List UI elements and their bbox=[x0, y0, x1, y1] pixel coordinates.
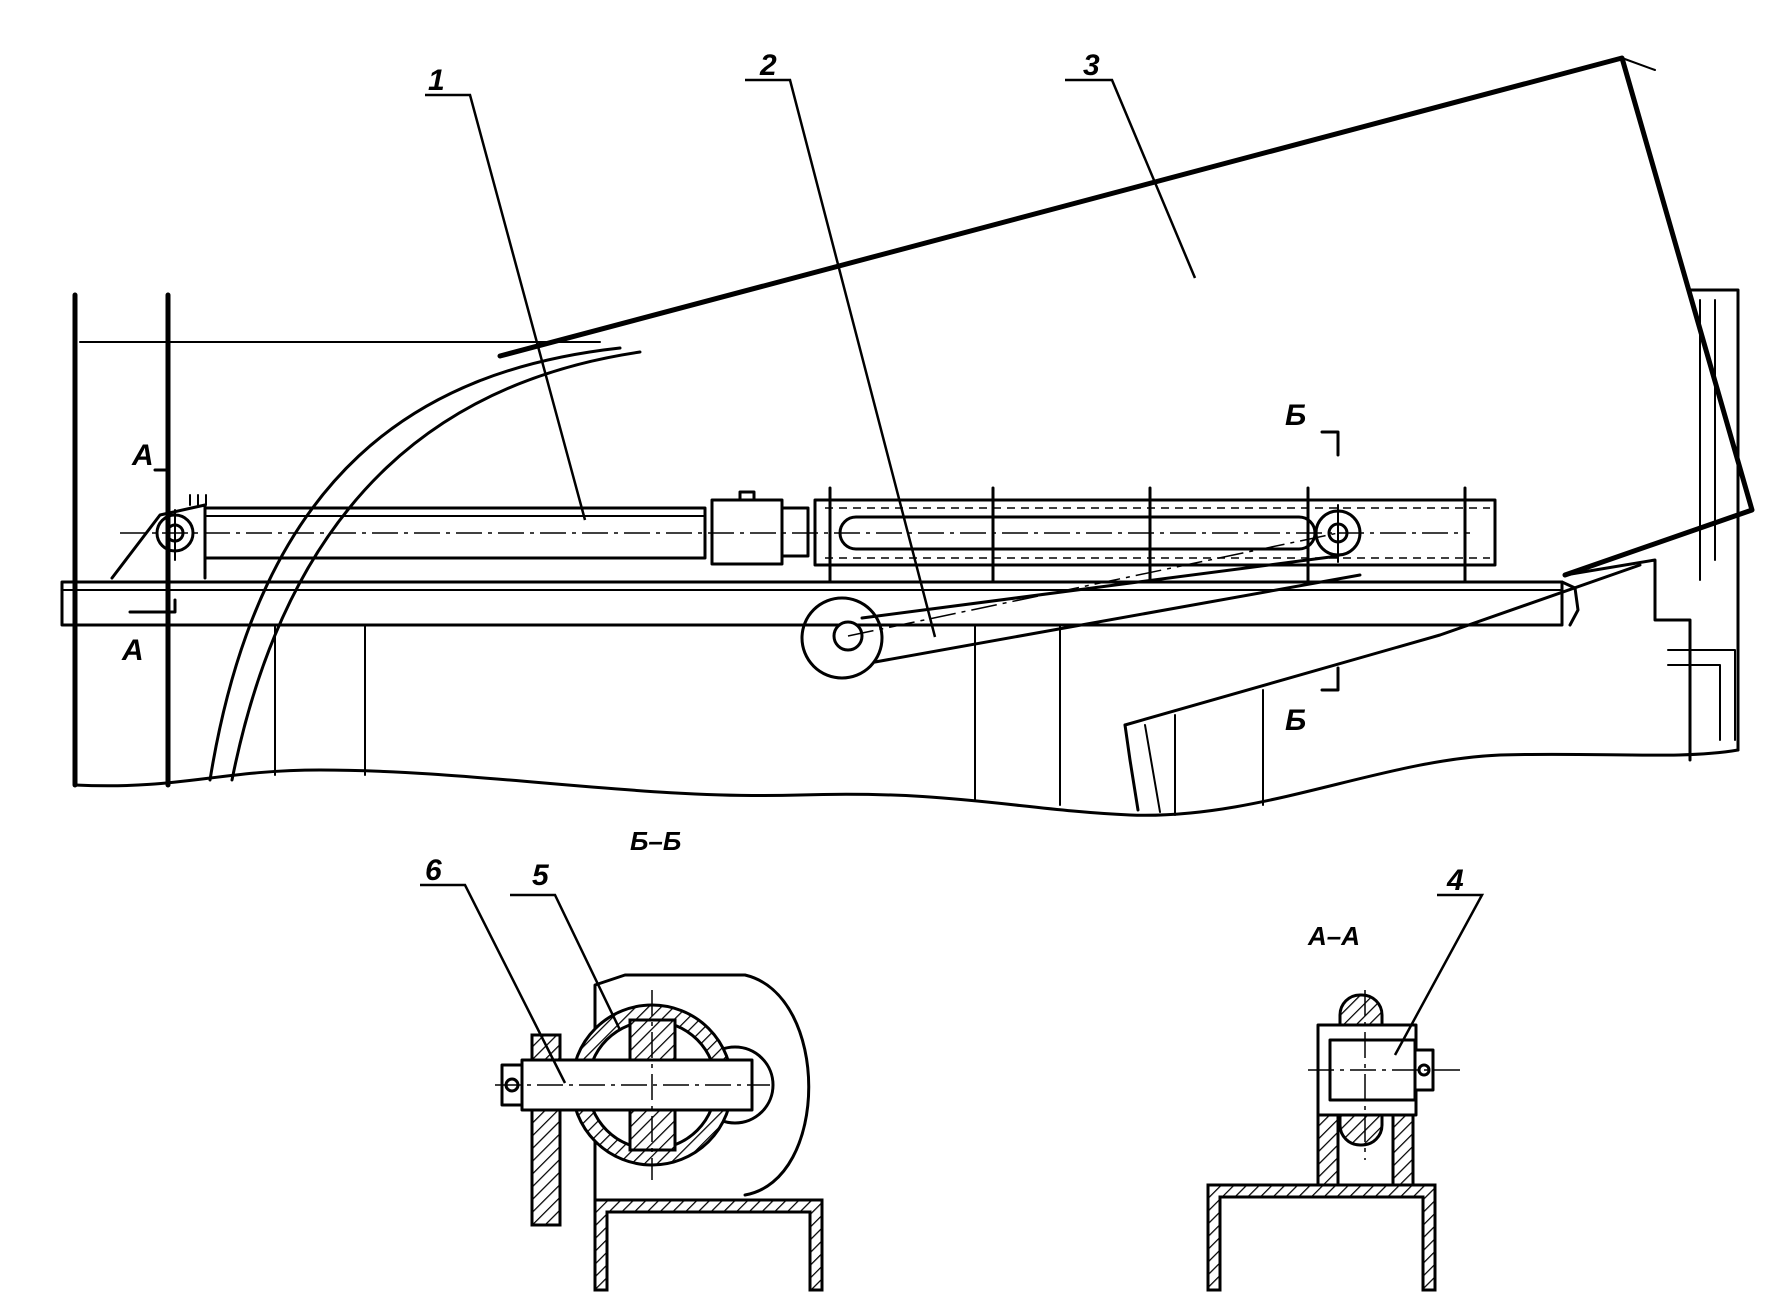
section-marks bbox=[128, 430, 1340, 692]
section-aa-title: А–А bbox=[1307, 921, 1360, 951]
callout-6: 6 bbox=[425, 854, 442, 887]
lever-link bbox=[800, 532, 1362, 680]
leader-lines bbox=[425, 78, 1197, 638]
section-b-bottom-label: Б bbox=[1285, 704, 1306, 737]
right-structure bbox=[1563, 288, 1740, 762]
tipper-body bbox=[497, 55, 1755, 578]
curved-guide bbox=[208, 346, 642, 782]
lower-frame bbox=[73, 624, 1740, 817]
main-beam bbox=[60, 580, 1580, 627]
hydraulic-cylinder bbox=[110, 490, 1470, 580]
lower-support bbox=[1123, 563, 1642, 816]
section-b-top-label: Б bbox=[1285, 399, 1306, 432]
section-bb-view: Б–Б 6 5 bbox=[420, 826, 824, 1292]
section-a-top-label: А bbox=[131, 439, 154, 472]
callout-3: 3 bbox=[1083, 49, 1100, 82]
callout-1: 1 bbox=[428, 64, 445, 97]
left-frame-posts bbox=[72, 292, 601, 788]
section-bb-title: Б–Б bbox=[630, 826, 681, 856]
callout-2: 2 bbox=[759, 49, 777, 82]
callout-4: 4 bbox=[1446, 864, 1464, 897]
section-aa-view: А–А 4 bbox=[1206, 864, 1485, 1292]
callout-5: 5 bbox=[532, 859, 550, 892]
slotted-guide bbox=[813, 486, 1497, 584]
section-a-bottom-label: А bbox=[121, 634, 144, 667]
main-view: 1 2 3 А А Б Б bbox=[60, 49, 1755, 817]
